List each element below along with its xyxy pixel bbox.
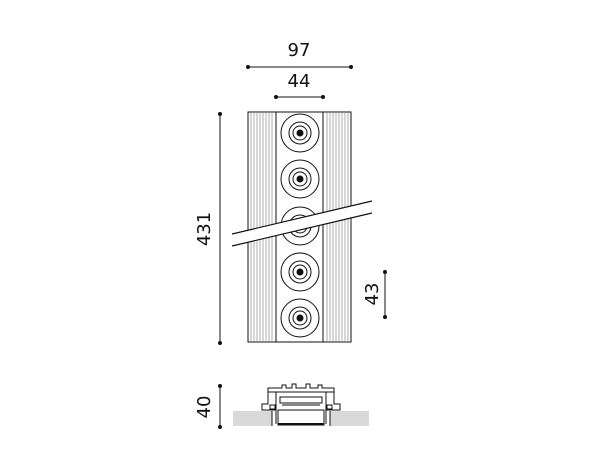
- right-heatsink-fins: [326, 113, 349, 341]
- dimension-label-43: 43: [362, 283, 383, 306]
- dimension-depth: 40: [194, 384, 222, 429]
- dimension-label-97: 97: [288, 40, 311, 61]
- spot-module-2: [280, 159, 320, 199]
- dimension-label-40: 40: [194, 396, 215, 419]
- dimension-label-431: 431: [194, 212, 215, 246]
- spot-module-5: [280, 298, 320, 338]
- luminaire-top-view: [231, 111, 373, 343]
- section-housing: [261, 383, 341, 426]
- dimension-label-44: 44: [288, 71, 311, 92]
- section-view: [233, 383, 369, 427]
- dimension-total-length: 431: [194, 112, 222, 345]
- dimension-module-width: 44: [274, 71, 325, 99]
- spot-module-4: [280, 252, 320, 292]
- spot-module-1: [280, 113, 320, 153]
- dimension-total-width: 97: [246, 40, 353, 69]
- break-line-symbol: [231, 200, 373, 247]
- dimension-module-pitch: 43: [362, 270, 387, 319]
